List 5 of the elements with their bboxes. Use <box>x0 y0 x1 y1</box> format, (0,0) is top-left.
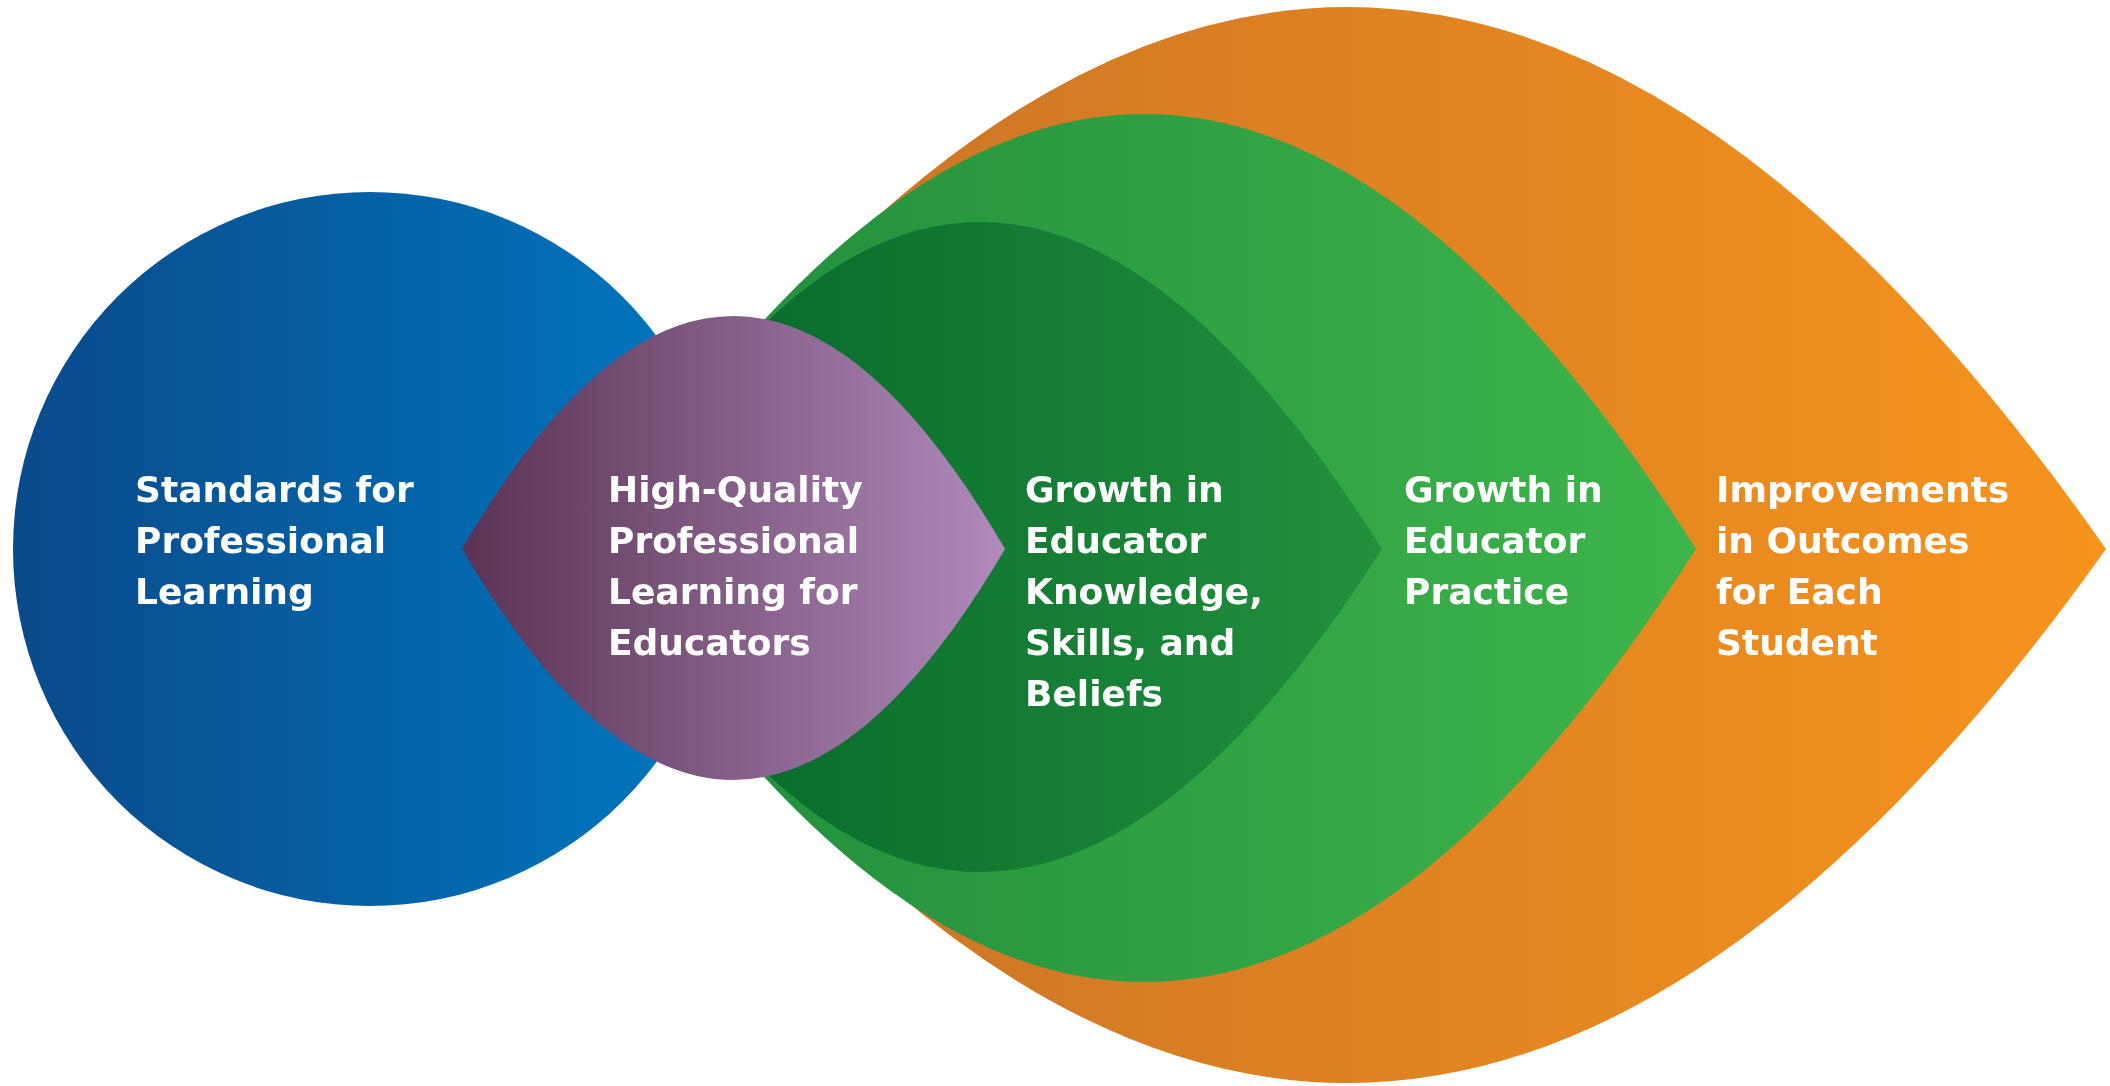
stage-label: Improvements in Outcomes for Each Student <box>1716 468 2011 665</box>
stage-label: Growth in Educator Knowledge, Skills, and Beliefs <box>1025 468 1264 716</box>
stage-label: Growth in Educator Practice <box>1404 468 1604 614</box>
stage-label: Standards for Professional Learning <box>135 468 415 614</box>
stage-label: High-Quality Professional Learning for Educators <box>608 468 864 665</box>
